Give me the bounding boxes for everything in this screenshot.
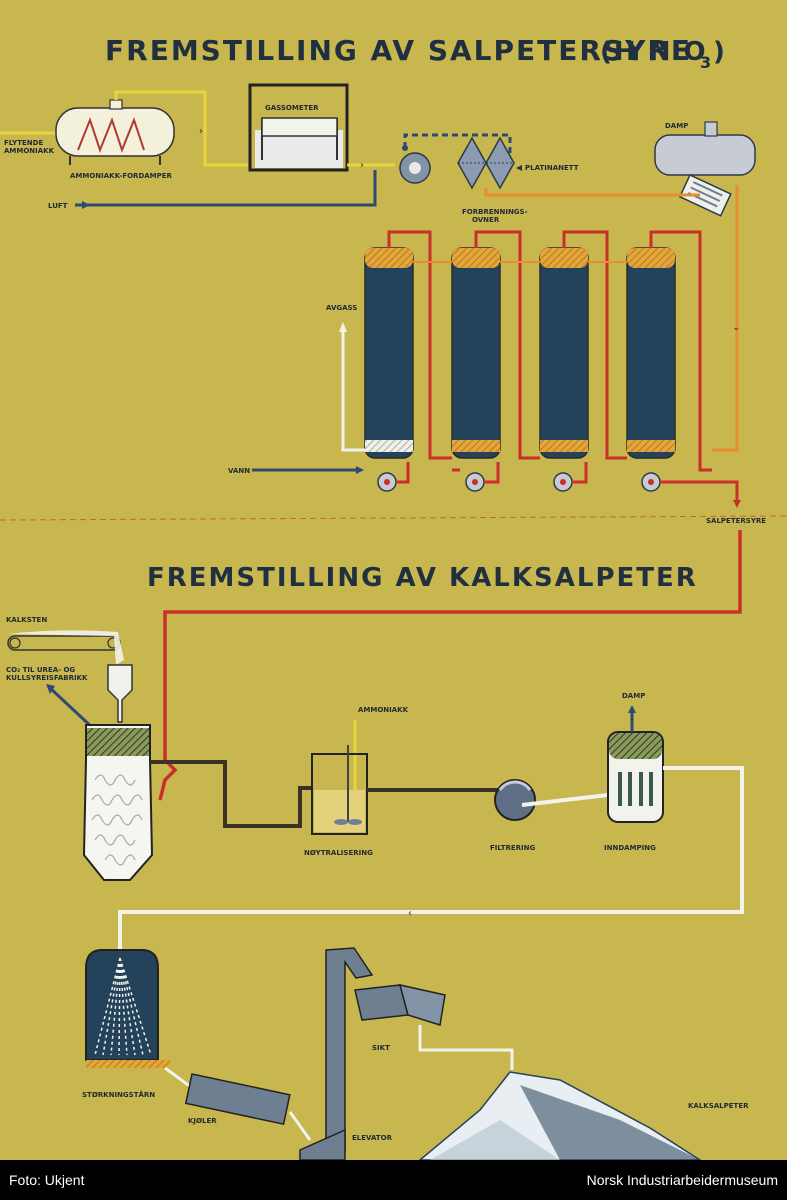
arrow-icon: › — [199, 126, 203, 137]
limestone-conveyor — [7, 630, 124, 665]
arrow-icon — [82, 201, 90, 209]
absorption-column-3 — [539, 247, 589, 459]
orange-return-pipe — [712, 185, 739, 452]
label-ammoniakk-fordamper: AMMONIAKK-FORDAMPER — [70, 172, 173, 180]
title-formula-close: ) — [713, 37, 727, 67]
label-gassometer: GASSOMETER — [265, 104, 319, 112]
arrow-down-icon — [733, 500, 741, 508]
liquor-pipe — [150, 760, 312, 828]
red-pump-pipes — [396, 462, 739, 500]
label-flytende-ammoniakk-2: AMMONIAKK — [4, 147, 55, 155]
title-formula-sub: 3 — [700, 53, 713, 72]
label-co2-2: KULLSYREISFABRIKK — [6, 674, 88, 682]
ammonia-gas-pipe — [114, 90, 248, 167]
screened-product-pipe — [418, 1025, 514, 1070]
filtrate-pipe — [521, 793, 609, 807]
absorption-column-2 — [451, 247, 501, 459]
arrow-up-icon — [339, 322, 347, 332]
exhaust-pipe — [341, 330, 365, 452]
process-diagram: FREMSTILLING AV SALPETERSYRE (H N O 3 ) … — [0, 34, 787, 1160]
absorption-column-4 — [626, 247, 676, 459]
cooler — [184, 1073, 291, 1126]
filter-drum-icon — [494, 779, 536, 821]
arrow-icon: ‹ — [408, 908, 412, 919]
bucket-elevator — [299, 947, 374, 1160]
label-inndamping: INNDAMPING — [604, 844, 656, 852]
label-elevator: ELEVATOR — [352, 1134, 393, 1142]
product-pile — [418, 1071, 702, 1160]
label-salpetersyre: SALPETERSYRE — [706, 517, 766, 525]
melt-pipe — [118, 766, 744, 955]
arrow-icon — [356, 466, 364, 474]
poster: FREMSTILLING AV SALPETERSYRE (H N O 3 ) … — [0, 0, 787, 1160]
neutraliser-tank — [311, 745, 368, 835]
label-kjoler: KJØLER — [188, 1117, 217, 1125]
label-flytende-ammoniakk: FLYTENDE — [4, 139, 43, 147]
arrow-up-icon — [628, 705, 636, 713]
pump-icon — [465, 472, 485, 492]
photo-credit: Foto: Ukjent — [9, 1172, 85, 1188]
section-divider — [0, 515, 787, 521]
screen-sieve — [354, 983, 446, 1026]
pump-icon — [553, 472, 573, 492]
ammonia-evaporator — [55, 99, 175, 165]
arrow-icon — [46, 684, 55, 694]
title-formula: (H N O — [600, 37, 708, 67]
photo-caption-bar: Foto: Ukjent Norsk Industriarbeidermuseu… — [0, 1160, 787, 1200]
label-damp-bottom: DAMP — [622, 692, 645, 700]
cooler-chute — [288, 1111, 312, 1141]
label-kalksalpeter: KALKSALPETER — [688, 1102, 749, 1110]
dissolving-tower — [82, 664, 154, 881]
gasometer — [248, 83, 349, 172]
stirrer-icon — [334, 819, 362, 825]
arrow-icon: › — [360, 160, 364, 171]
label-luft: LUFT — [48, 202, 68, 210]
pipe-joint — [402, 145, 408, 151]
arrow-icon: ⌄ — [732, 322, 740, 333]
label-co2: CO₂ TIL UREA- OG — [6, 666, 75, 674]
museum-name: Norsk Industriarbeidermuseum — [586, 1172, 778, 1188]
pump-icon — [377, 472, 397, 492]
label-forbrenningsovner-2: OVNER — [472, 216, 500, 224]
nitrous-gas-pipe — [484, 188, 700, 197]
label-platinanett: PLATINANETT — [525, 164, 579, 172]
title-salpetersyre: FREMSTILLING AV SALPETERSYRE — [105, 34, 692, 67]
label-noytralisering: NØYTRALISERING — [304, 849, 373, 857]
combustion-ovens — [457, 136, 515, 190]
dashed-blue-pipe — [403, 133, 512, 155]
co2-outlet-pipe — [48, 686, 97, 732]
waste-heat-boiler — [654, 121, 756, 217]
pump-icon — [641, 472, 661, 492]
red-column-pipes — [387, 230, 712, 472]
evaporator — [607, 731, 664, 823]
label-storkningstarn: STØRKNINGSTÅRN — [82, 1090, 155, 1099]
label-forbrenningsovner: FORBRENNINGS- — [462, 208, 528, 216]
air-pipe — [75, 170, 377, 207]
prilling-tower — [85, 949, 170, 1068]
label-kalksten: KALKSTEN — [6, 616, 47, 624]
arrow-icon — [516, 165, 522, 171]
label-vann: VANN — [228, 467, 250, 475]
absorption-column-1 — [364, 247, 414, 459]
label-ammoniakk: AMMONIAKK — [358, 706, 409, 714]
label-avgass: AVGASS — [326, 304, 357, 312]
label-filtrering: FILTRERING — [490, 844, 535, 852]
label-damp-top: DAMP — [665, 122, 688, 130]
pump-row — [377, 472, 661, 492]
label-sikt: SIKT — [372, 1044, 390, 1052]
air-blower — [399, 152, 431, 184]
title-kalksalpeter: FREMSTILLING AV KALKSALPETER — [147, 563, 698, 593]
